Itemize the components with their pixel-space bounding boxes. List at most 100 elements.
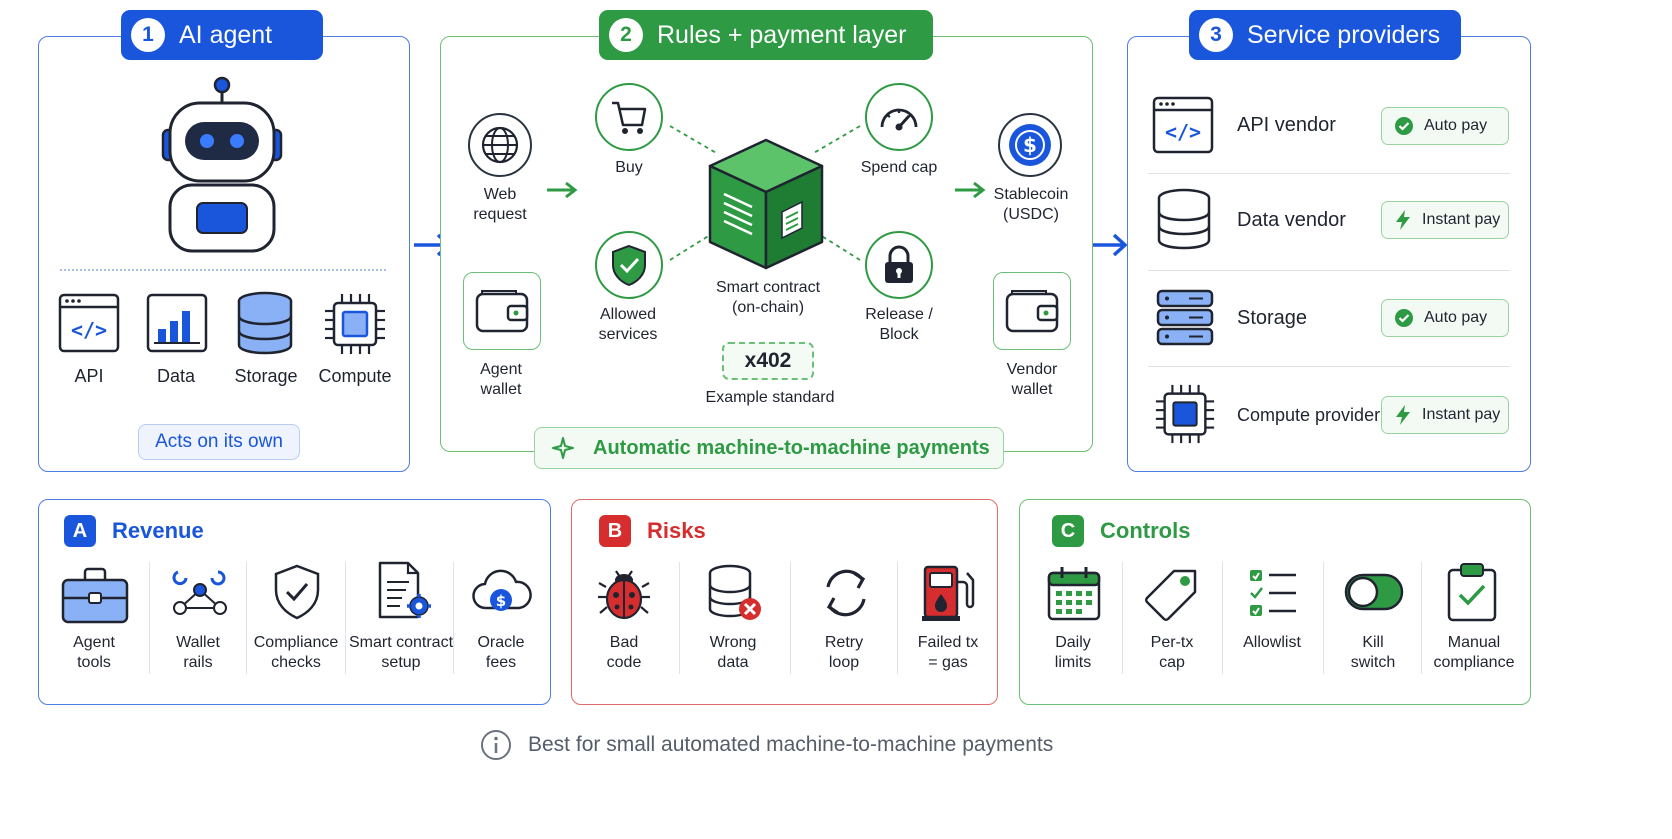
- section-letter: B: [599, 515, 631, 547]
- row-divider: [1148, 173, 1510, 174]
- sparkle-icon: [552, 437, 574, 459]
- stablecoin-label: Stablecoin (USDC): [993, 186, 1069, 223]
- risk-item-label: Wrong data: [709, 634, 757, 671]
- toggle-switch-icon: [1344, 573, 1404, 611]
- section-title: Revenue: [112, 518, 204, 543]
- step-number: 2: [609, 18, 643, 52]
- pay-badge: Auto pay: [1381, 299, 1509, 337]
- database-icon: [237, 291, 293, 355]
- control-item-label: Per-tx cap: [1150, 634, 1194, 671]
- section-letter: C: [1052, 515, 1084, 547]
- item-divider: [1122, 562, 1123, 674]
- lock-icon: [885, 245, 913, 283]
- stablecoin-node: $: [998, 113, 1062, 177]
- retry-loop-icon: [826, 569, 866, 617]
- allowed-services-label: Allowed services: [598, 306, 658, 343]
- wallet-icon: [1005, 290, 1059, 333]
- section-title: Controls: [1100, 518, 1191, 543]
- provider-name: API vendor: [1237, 114, 1336, 136]
- wallet-rails-network-icon: [172, 570, 227, 615]
- controls-panel: [1019, 499, 1531, 705]
- check-circle-icon: [1395, 309, 1413, 327]
- pay-label: Instant pay: [1422, 406, 1501, 423]
- rules-payment-tab: 2 Rules + payment layer: [599, 10, 933, 60]
- item-divider: [679, 562, 680, 674]
- arrow-right-icon: [547, 181, 578, 199]
- dotted-divider: [60, 269, 386, 271]
- revenue-item-label: Agent tools: [73, 634, 115, 671]
- control-item-label: Manual compliance: [1433, 634, 1515, 671]
- acts-on-its-own-badge: Acts on its own: [138, 424, 300, 460]
- allowed-services-node: [595, 231, 663, 299]
- spend-cap-node: [865, 83, 933, 151]
- database-error-icon: [708, 564, 761, 620]
- svg-text:</>: </>: [71, 318, 107, 342]
- risk-item-label: Failed tx = gas: [917, 634, 979, 671]
- control-item-label: Kill switch: [1350, 634, 1396, 671]
- item-divider: [345, 562, 346, 674]
- gas-pump-icon: [922, 565, 975, 621]
- lightning-icon: [1396, 210, 1410, 230]
- agent-item-label: Data: [156, 366, 196, 386]
- vendor-wallet-node: [993, 272, 1071, 350]
- info-icon: [481, 730, 511, 760]
- checklist-icon: [1250, 570, 1296, 616]
- risks-heading: B Risks: [599, 515, 706, 547]
- toolbox-icon: [61, 567, 129, 624]
- smart-contract-label: Smart contract (on-chain): [715, 279, 821, 316]
- automatic-payments-text: Automatic machine-to-machine payments: [593, 436, 990, 459]
- price-tag-icon: [1145, 569, 1197, 621]
- item-divider: [1222, 562, 1223, 674]
- agent-item-label: Storage: [234, 366, 298, 386]
- bug-icon: [598, 570, 650, 620]
- item-divider: [149, 562, 150, 674]
- release-block-label: Release / Block: [865, 306, 933, 343]
- code-window-icon: </>: [58, 293, 120, 353]
- globe-icon: [481, 126, 519, 164]
- footer-note: Best for small automated machine-to-mach…: [480, 729, 1053, 761]
- cpu-chip-icon: [325, 294, 385, 354]
- arrow-right-icon: [1092, 233, 1128, 257]
- example-standard-label: Example standard: [705, 389, 835, 406]
- control-item-label: Allowlist: [1243, 634, 1301, 651]
- item-divider: [1323, 562, 1324, 674]
- pay-badge: Auto pay: [1381, 107, 1509, 145]
- web-request-label: Web request: [473, 186, 527, 223]
- x402-standard-box: x402: [722, 342, 814, 380]
- shopping-cart-icon: [612, 101, 647, 134]
- database-icon: [1157, 188, 1211, 250]
- svg-text:</>: </>: [1165, 120, 1201, 144]
- web-request-node: [468, 113, 532, 177]
- section-title: Service providers: [1247, 20, 1441, 49]
- vendor-wallet-label: Vendor wallet: [1006, 361, 1058, 398]
- row-divider: [1148, 366, 1510, 367]
- pay-label: Auto pay: [1424, 117, 1488, 134]
- svg-text:$: $: [496, 592, 506, 610]
- risk-item-label: Bad code: [606, 634, 642, 671]
- document-gear-icon: [378, 561, 431, 619]
- risk-item-label: Retry loop: [824, 634, 864, 671]
- item-divider: [897, 562, 898, 674]
- svg-text:$: $: [1023, 133, 1037, 157]
- section-title: Risks: [647, 518, 706, 543]
- revenue-item-label: Compliance checks: [253, 634, 339, 671]
- usdc-coin-icon: $: [1009, 124, 1051, 166]
- agent-wallet-node: [463, 272, 541, 350]
- item-divider: [1421, 562, 1422, 674]
- provider-name: Storage: [1237, 307, 1308, 329]
- clipboard-check-icon: [1447, 563, 1497, 622]
- ai-agent-tab: 1 AI agent: [121, 10, 323, 60]
- control-item-label: Daily limits: [1054, 634, 1092, 671]
- server-rack-icon: [1156, 289, 1214, 346]
- agent-wallet-label: Agent wallet: [480, 361, 522, 398]
- section-letter: A: [64, 515, 96, 547]
- code-window-icon: </>: [1152, 96, 1214, 154]
- automatic-payments-banner: Automatic machine-to-machine payments: [534, 427, 1004, 469]
- bar-chart-icon: [146, 293, 208, 353]
- cpu-chip-icon: [1155, 384, 1215, 444]
- shield-check-icon: [274, 564, 320, 620]
- row-divider: [1148, 270, 1510, 271]
- smart-contract-cube-icon: [708, 138, 824, 270]
- agent-item-label: Compute: [318, 366, 392, 386]
- arrow-right-icon: [955, 181, 986, 199]
